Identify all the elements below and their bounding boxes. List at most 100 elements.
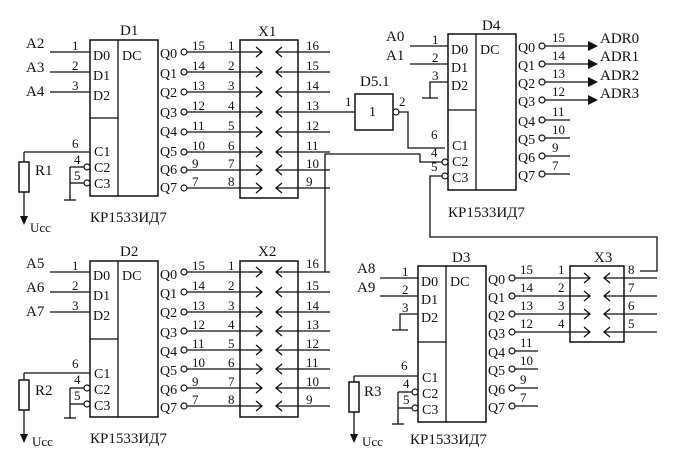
d2-resistor-label: R2 [35, 383, 53, 399]
x3-right-0: 8 [628, 262, 635, 277]
d2-addr-2: A7 [26, 304, 45, 320]
x1-left-3: 4 [228, 98, 235, 113]
d4-adr-2: ADR2 [600, 68, 639, 84]
d4-out-pin-6: 9 [552, 140, 559, 155]
d4-out-2: Q2 [518, 77, 535, 92]
d4-in-2: D2 [451, 79, 468, 94]
connector-x1: X1 1 2 3 4 5 6 7 8 16 15 14 13 12 11 10 … [228, 24, 345, 199]
d1-out-5: Q5 [160, 145, 177, 160]
x3-body [569, 265, 625, 343]
d2-supply: Ucc [32, 434, 53, 449]
d1-part: КР1533ИД7 [90, 210, 167, 226]
x2-left-4: 5 [228, 336, 235, 351]
d4-out-5: Q5 [518, 133, 535, 148]
x2-right-7: 9 [306, 392, 313, 407]
d1-out-pin-7: 7 [192, 174, 199, 189]
d1-supply: Ucc [30, 220, 51, 235]
d1-out-pin-0: 15 [192, 38, 205, 53]
d4-out-pin-1: 14 [552, 48, 566, 63]
x1-right-7: 9 [306, 174, 313, 189]
x1-left-5: 6 [228, 138, 235, 153]
d2-out-pin-5: 10 [192, 355, 205, 370]
x2-designator: X2 [258, 244, 276, 260]
d1-in-1: D1 [93, 69, 110, 84]
d4-addr-1: A1 [386, 48, 404, 64]
d1-in-pin-0: 1 [72, 38, 79, 53]
d2-resistor [18, 379, 30, 411]
x1-right-5: 11 [306, 138, 319, 153]
d4-out-pin-7: 7 [552, 158, 559, 173]
d1-in-0: D0 [93, 49, 110, 64]
d2-ctl-1: C2 [94, 383, 110, 398]
d1-out-4: Q4 [160, 125, 177, 140]
x1-designator: X1 [258, 24, 276, 40]
d2-out-pin-0: 15 [192, 258, 205, 273]
d3-part: КР1533ИД7 [410, 432, 487, 448]
x3-right-2: 6 [628, 298, 635, 313]
gate-to-d2-wire [324, 153, 445, 247]
d4-adr-0: ADR0 [600, 31, 639, 47]
d4-out-pin-0: 15 [552, 30, 565, 45]
d2-ctl-pin-0: 6 [72, 356, 79, 371]
d2-out-2: Q2 [160, 306, 177, 321]
x2-right-0: 16 [306, 256, 320, 271]
d3-ctl-2: C3 [422, 403, 438, 418]
d3-out-pin-0: 15 [520, 262, 533, 277]
d4-d2-ground [422, 81, 448, 99]
d3-out-pin-1: 14 [520, 280, 534, 295]
d4-dc: DC [480, 43, 499, 58]
d3-in-0: D0 [421, 275, 438, 290]
d4-ctl-pin-2: 5 [431, 159, 438, 174]
d1-out-pin-4: 11 [192, 118, 205, 133]
d1-in-pin-1: 2 [72, 58, 79, 73]
d1-ctl-pin-1: 4 [74, 152, 81, 167]
d3-in-pin-1: 2 [402, 282, 409, 297]
x2-left-3: 4 [228, 317, 235, 332]
d2-addr-0: A5 [26, 256, 44, 272]
gate-out-pin: 2 [399, 94, 406, 109]
connector-x3: X3 1 2 3 4 8 7 6 5 [558, 250, 657, 343]
d1-ctl-pin-0: 6 [72, 136, 79, 151]
d1-out-pin-6: 9 [192, 156, 199, 171]
gate-in-pin: 1 [345, 94, 352, 109]
d2-out-pin-7: 7 [192, 392, 199, 407]
d1-designator: D1 [120, 23, 138, 39]
d1-out-6: Q6 [160, 163, 177, 178]
d3-ctl-pin-2: 5 [403, 392, 410, 407]
d3-out-pin-7: 7 [520, 390, 527, 405]
d1-out-pin-5: 10 [192, 138, 205, 153]
d2-out-pin-4: 11 [192, 336, 205, 351]
d2-out-pin-1: 14 [192, 278, 206, 293]
d1-ctl-2: C3 [94, 177, 110, 192]
d3-addr-1: A9 [357, 280, 375, 296]
d4-ctl-pin-1: 4 [431, 145, 438, 160]
d4-out-pin-4: 11 [552, 104, 565, 119]
d1-in-2: D2 [93, 89, 110, 104]
d2-ctl-pin-2: 5 [74, 388, 81, 403]
d2-in-0: D0 [93, 269, 110, 284]
d3-in-pin-0: 1 [402, 264, 409, 279]
x2-left-5: 6 [228, 355, 235, 370]
d3-in-1: D1 [421, 293, 438, 308]
d4-adr-1: ADR1 [600, 49, 639, 65]
d2-designator: D2 [120, 244, 138, 260]
d3-supply: Ucc [362, 434, 383, 449]
d2-ctl-pin-1: 4 [74, 372, 81, 387]
d2-in-2: D2 [93, 309, 110, 324]
gate-symbol: 1 [369, 105, 376, 120]
x3-right-3: 5 [628, 316, 635, 331]
inverter-d5-1: D5.1 1 1 2 [324, 74, 445, 247]
d1-ctl-0: C1 [94, 145, 110, 160]
d4-ctl-1: C2 [452, 155, 468, 170]
d3-in-pin-2: 3 [402, 300, 409, 315]
x1-right-4: 12 [306, 118, 319, 133]
d4-out-pin-3: 12 [552, 84, 565, 99]
d4-out-pin-5: 10 [552, 122, 565, 137]
x3-left-2: 3 [558, 298, 565, 313]
d2-out-1: Q1 [160, 287, 177, 302]
d3-resistor-label: R3 [364, 384, 382, 400]
d1-out-pin-3: 12 [192, 98, 205, 113]
gate-designator: D5.1 [360, 74, 390, 90]
d1-out-7: Q7 [160, 181, 177, 196]
